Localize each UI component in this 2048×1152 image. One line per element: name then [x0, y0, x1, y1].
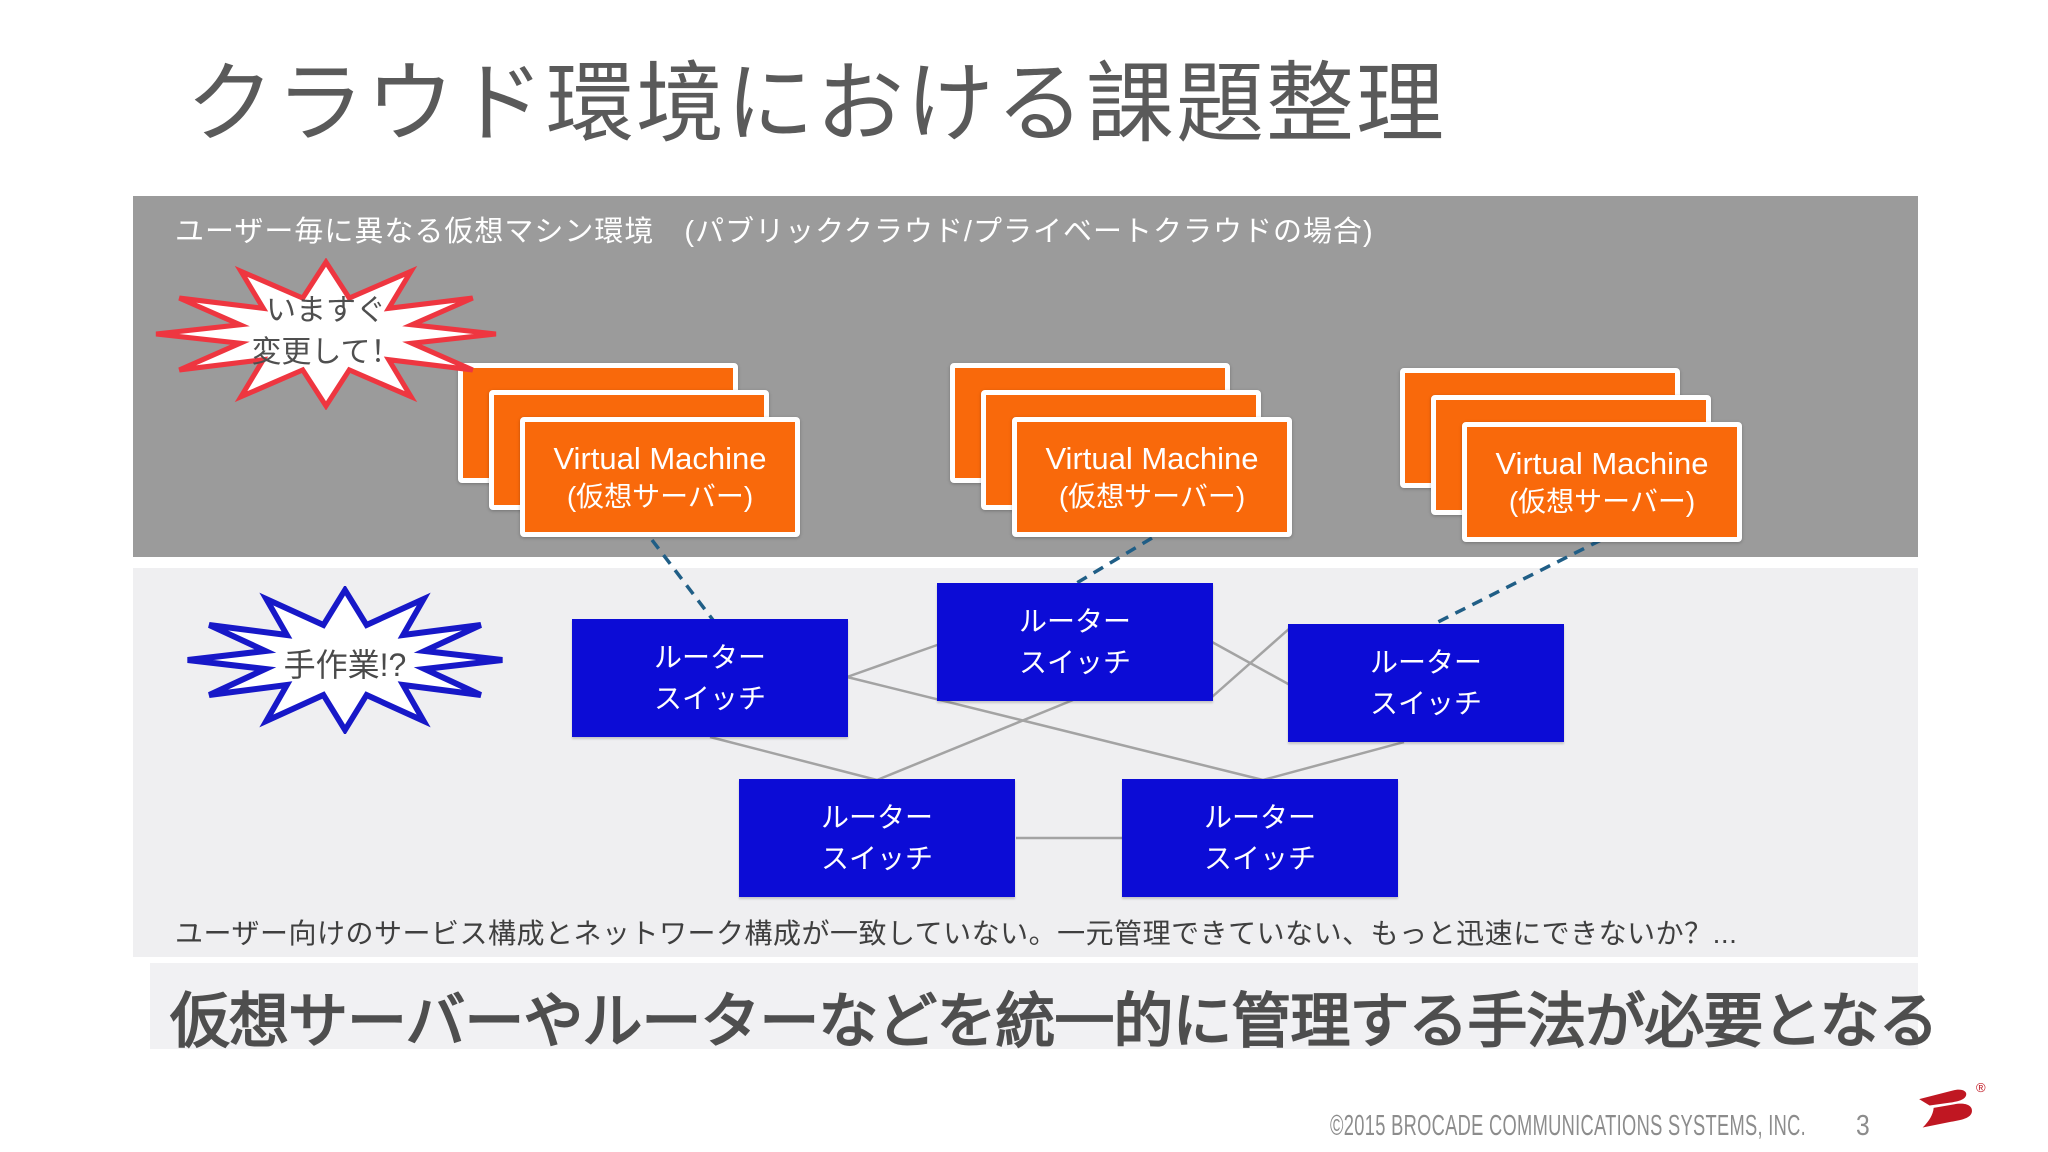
brocade-logo-bottom-wing — [1922, 1103, 1972, 1128]
vm-label-en: Virtual Machine — [1045, 441, 1259, 476]
vm-environment-heading: ユーザー毎に異なる仮想マシン環境 (パブリッククラウド/プライベートクラウドの場… — [175, 216, 1374, 248]
page-title: クラウド環境における課題整理 — [186, 54, 1447, 153]
link-center-to-bottomleft — [876, 698, 1074, 782]
link-center-to-right-b — [1211, 627, 1291, 698]
router-box-left: ルーター スイッチ — [572, 619, 848, 737]
vm-card-front: Virtual Machine (仮想サーバー) — [1462, 422, 1742, 542]
link-left-to-center — [846, 642, 941, 679]
link-left-to-bottomright — [846, 675, 1264, 782]
router-box-bottom-left: ルーター スイッチ — [739, 779, 1015, 897]
mesh-links — [709, 627, 1405, 840]
vm-label-ja: (仮想サーバー) — [1058, 481, 1246, 512]
change-now-burst — [155, 258, 497, 410]
dashed-link-vm1-router — [650, 538, 715, 622]
vm-card-front: Virtual Machine (仮想サーバー) — [520, 417, 800, 537]
change-now-line2: 変更して！ — [251, 336, 401, 369]
footer-copyright: ©2015 BROCADE COMMUNICATIONS SYSTEMS, IN… — [1330, 1110, 1807, 1142]
key-statement: 仮想サーバーやルーターなどを統一的に管理する手法が必要となる — [170, 988, 1939, 1055]
brocade-logo-icon — [1919, 1089, 1972, 1128]
router-box-bottom-right: ルーター スイッチ — [1122, 779, 1398, 897]
change-now-callout: いますぐ 変更して！ — [196, 290, 456, 374]
registered-mark: ® — [1976, 1080, 1986, 1095]
router-label-line2: スイッチ — [820, 843, 933, 874]
router-label-line1: ルーター — [1203, 802, 1316, 833]
router-box-top-center: ルーター スイッチ — [937, 583, 1213, 701]
brocade-logo-top-wing — [1919, 1089, 1967, 1106]
page-number: 3 — [1856, 1110, 1870, 1142]
vm-router-links — [650, 536, 1602, 626]
vm-label-en: Virtual Machine — [553, 441, 767, 476]
manual-work-callout: 手作業!? — [283, 647, 407, 683]
link-right-to-bottomright — [1262, 740, 1405, 782]
router-label-line1: ルーター — [653, 642, 766, 673]
manual-work-burst-shape — [187, 586, 503, 734]
vm-label-en: Virtual Machine — [1495, 446, 1709, 481]
change-now-line1: いますぐ — [266, 294, 386, 327]
statement-band — [150, 963, 1918, 1049]
link-left-to-bottomleft — [709, 735, 878, 782]
vm-card-front: Virtual Machine (仮想サーバー) — [1012, 417, 1292, 537]
router-label-line1: ルーター — [1369, 647, 1482, 678]
change-now-burst-shape — [155, 258, 497, 410]
router-label-line2: スイッチ — [653, 683, 766, 714]
vm-label-ja: (仮想サーバー) — [1508, 486, 1696, 517]
network-caption: ユーザー向けのサービス構成とネットワーク構成が一致していない。一元管理できていな… — [175, 918, 1738, 949]
manual-work-burst — [187, 586, 503, 734]
dashed-link-vm2-router — [1074, 536, 1153, 586]
router-label-line1: ルーター — [1018, 606, 1131, 637]
dashed-link-vm3-router — [1433, 538, 1602, 626]
router-label-line2: スイッチ — [1369, 688, 1482, 719]
router-label-line1: ルーター — [820, 802, 933, 833]
vm-label-ja: (仮想サーバー) — [566, 481, 754, 512]
router-label-line2: スイッチ — [1018, 647, 1131, 678]
router-box-right: ルーター スイッチ — [1288, 624, 1564, 742]
router-label-line2: スイッチ — [1203, 843, 1316, 874]
